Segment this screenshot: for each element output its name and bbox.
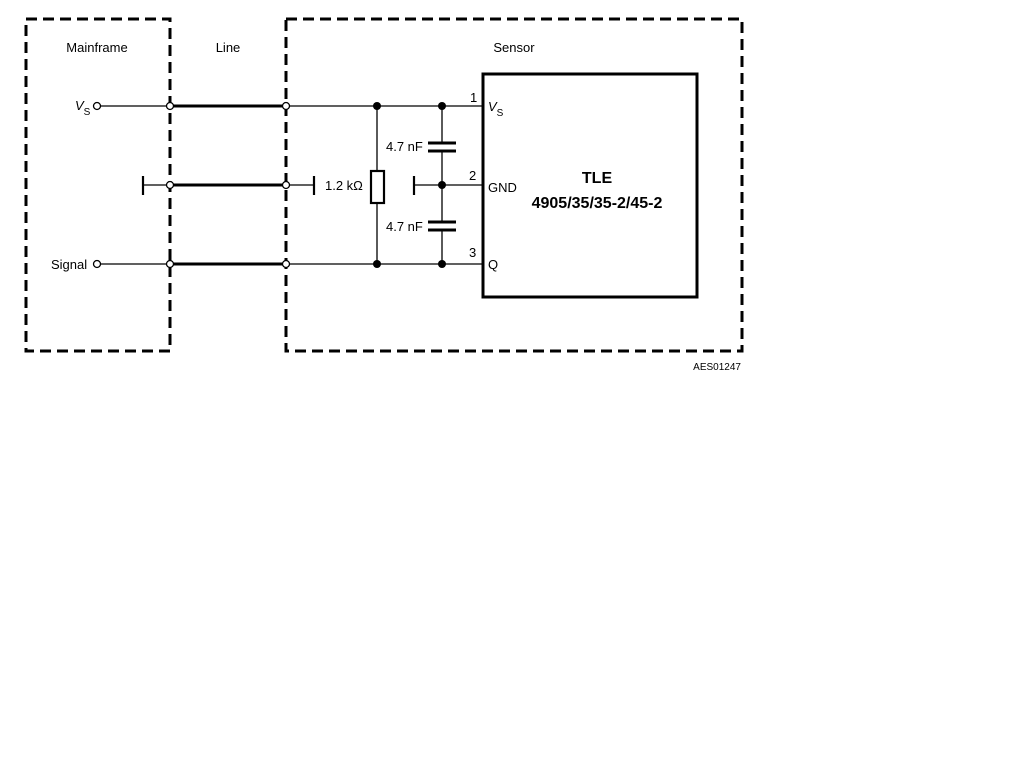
junction-vs-capacitor — [438, 102, 446, 110]
pin-1-number: 1 — [470, 90, 477, 105]
chip-title: TLE — [582, 170, 613, 187]
signal-connector-mainframe — [165, 259, 175, 269]
gnd-connector-mainframe — [165, 180, 175, 190]
capacitor-top-label: 4.7 nF — [386, 139, 423, 154]
pin-3-name: Q — [488, 257, 498, 272]
junction-vs-resistor — [373, 102, 381, 110]
mainframe-label: Mainframe — [66, 40, 127, 55]
pin-2-name: GND — [488, 180, 517, 195]
capacitor-bottom-label: 4.7 nF — [386, 219, 423, 234]
signal-label: Signal — [51, 257, 87, 272]
sensor-boundary — [284, 17, 744, 353]
junction-gnd — [438, 181, 446, 189]
pin-2-number: 2 — [469, 168, 476, 183]
pin-1-name: VS — [488, 99, 504, 119]
line-label: Line — [216, 40, 241, 55]
chip-body — [481, 72, 699, 299]
gnd-connector-sensor — [281, 180, 291, 190]
resistor-label: 1.2 kΩ — [325, 178, 363, 193]
vs-label: VS — [75, 98, 91, 118]
resistor — [369, 169, 386, 205]
vs-connector-sensor — [281, 101, 291, 111]
signal-connector-sensor — [281, 259, 291, 269]
signal-terminal — [92, 259, 102, 269]
document-id: AES01247 — [693, 362, 741, 373]
junction-signal-capacitor — [438, 260, 446, 268]
vs-terminal — [92, 101, 102, 111]
junction-signal-resistor — [373, 260, 381, 268]
sensor-label: Sensor — [493, 40, 535, 55]
pin-3-number: 3 — [469, 245, 476, 260]
vs-connector-mainframe — [165, 101, 175, 111]
chip-part-number: 4905/35/35-2/45-2 — [532, 195, 663, 212]
